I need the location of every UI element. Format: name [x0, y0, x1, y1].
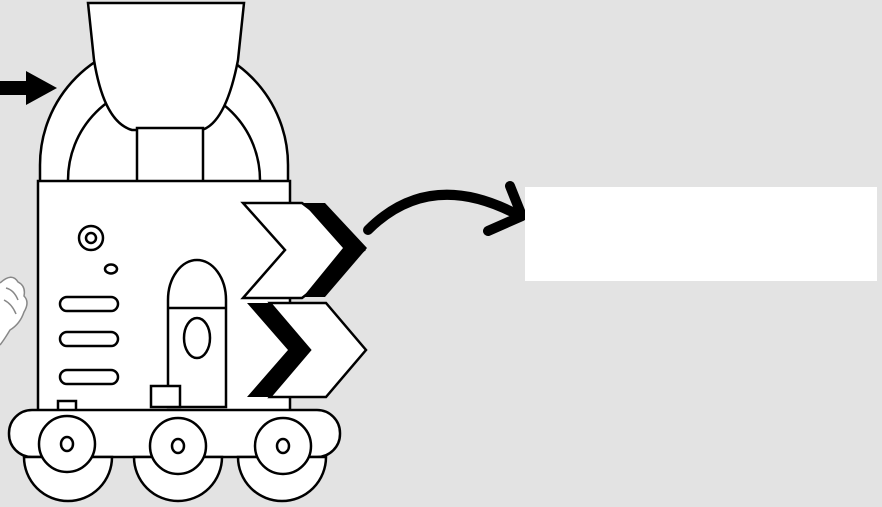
chevron-icon: [240, 201, 368, 399]
door-icon: [166, 258, 228, 409]
dial-icon: [77, 224, 105, 252]
control-box: [149, 384, 182, 409]
conveyor-wheel-icon: [7, 408, 342, 503]
curved-arrow-icon: [363, 181, 527, 236]
output-box: [525, 187, 877, 281]
input-arrow-icon: [0, 71, 57, 105]
machine-body-icon: [36, 179, 292, 415]
vent-slots: [58, 295, 120, 386]
indicator-light-icon: [103, 263, 119, 275]
hand-icon: [0, 276, 28, 346]
